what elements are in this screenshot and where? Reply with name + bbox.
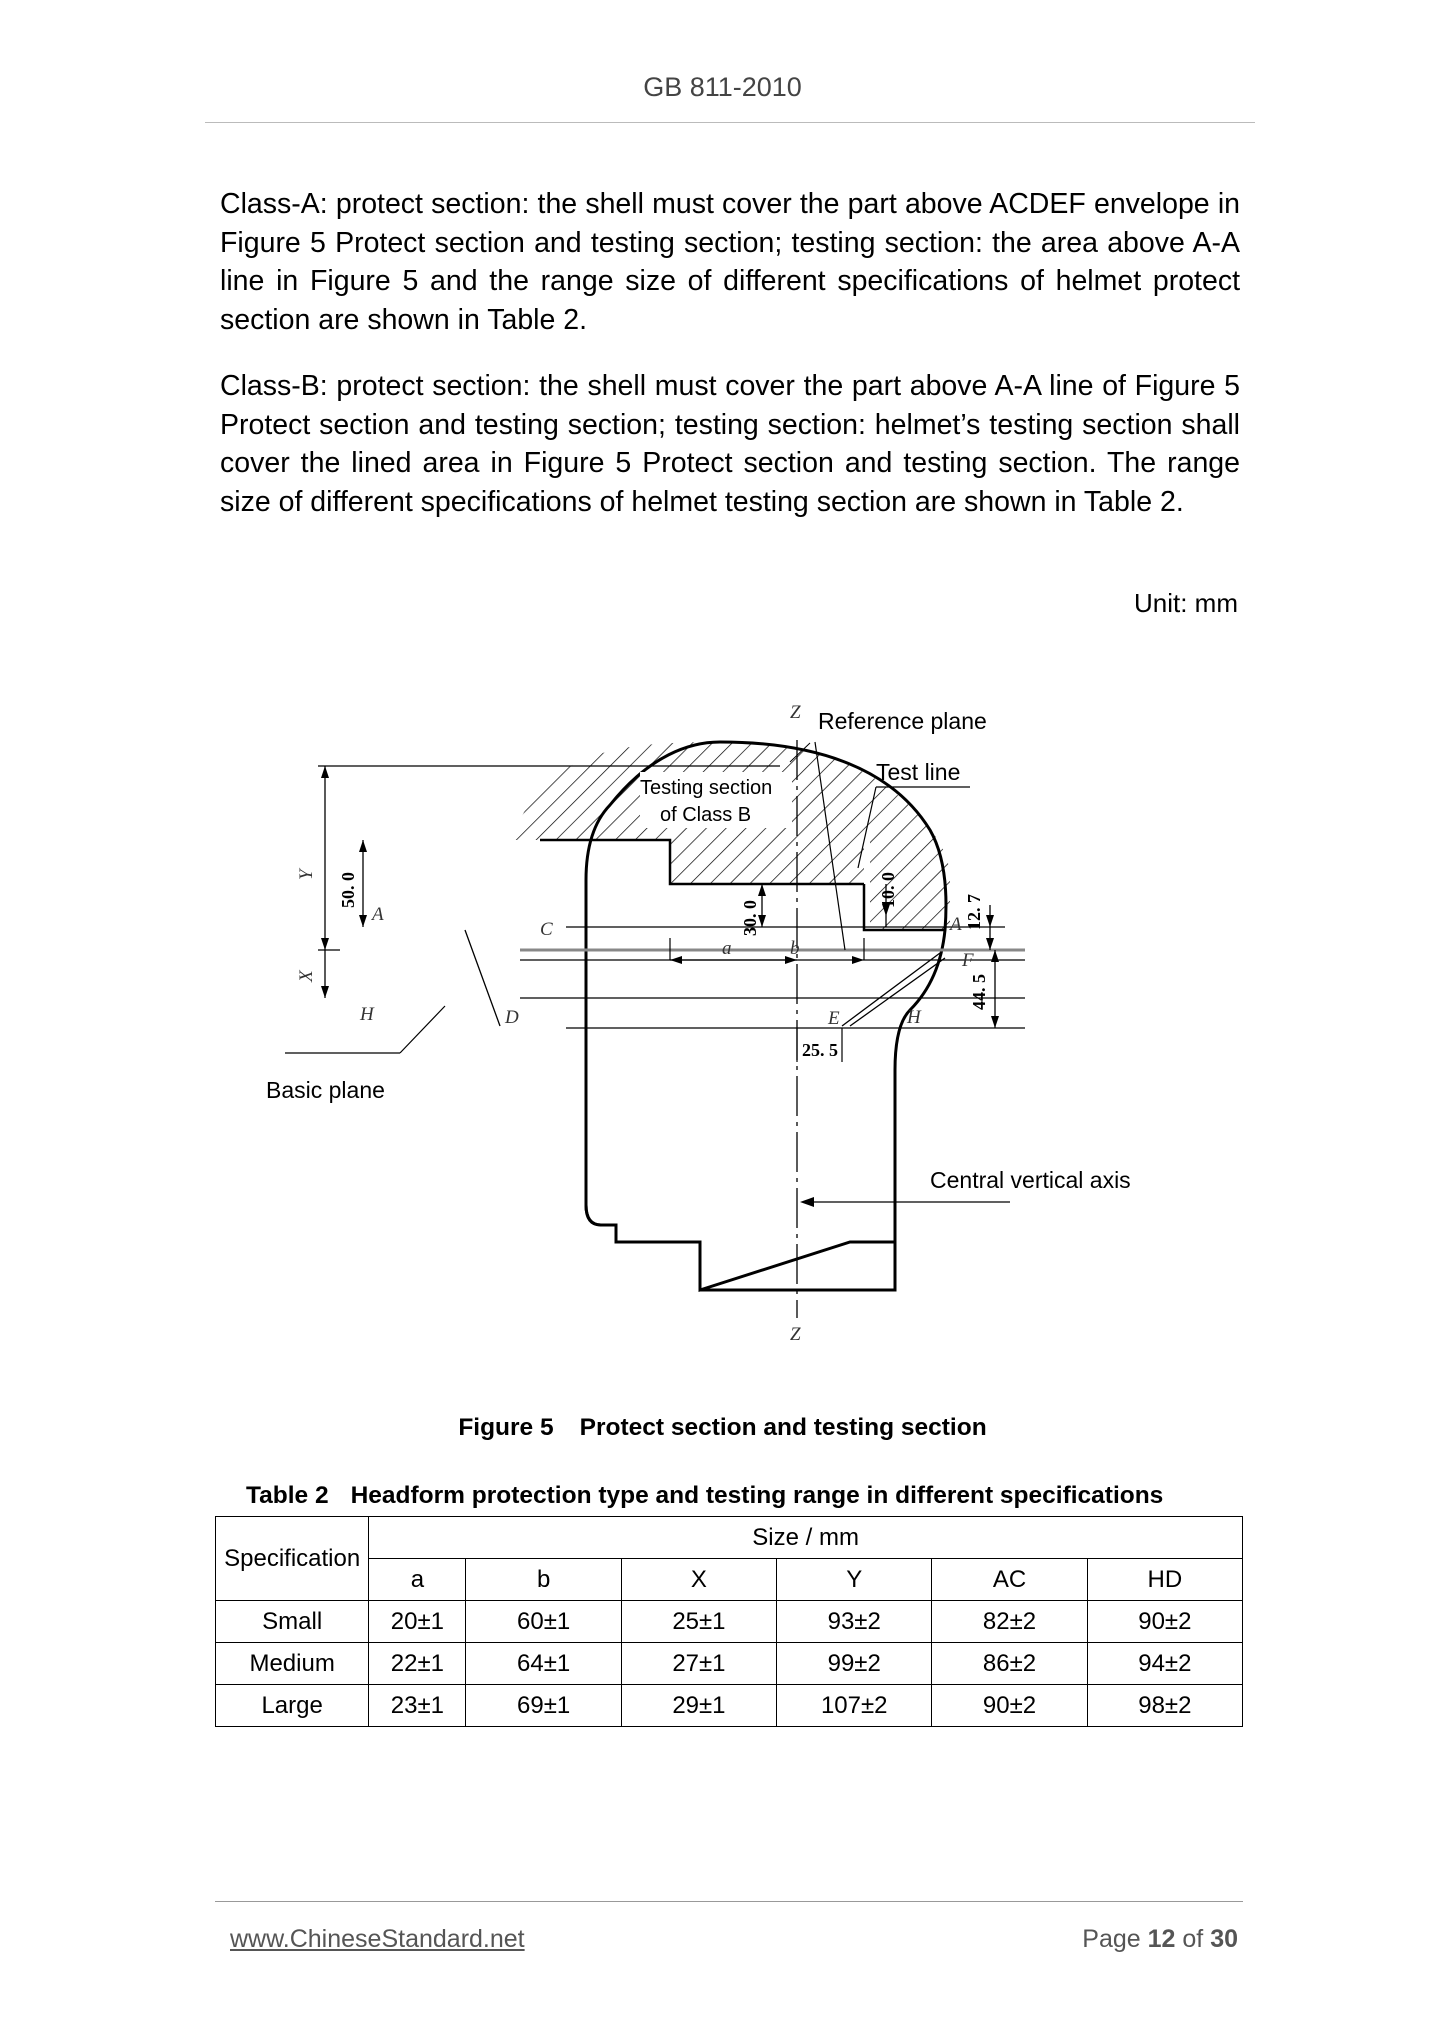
- page-current: 12: [1147, 1925, 1176, 1953]
- table-cell: 107±2: [776, 1684, 933, 1727]
- table-cell: 60±1: [465, 1600, 622, 1643]
- callout-testing-section-1: Testing section: [640, 777, 772, 799]
- footer-website-link[interactable]: www.ChineseStandard.net: [230, 1925, 525, 1953]
- table-row: Small 20±1 60±1 25±1 93±2 82±2 90±2: [214, 1600, 1244, 1643]
- figure-caption-number: Figure 5: [458, 1414, 554, 1441]
- table-cell: 90±2: [1086, 1600, 1244, 1643]
- table-cell: 64±1: [465, 1642, 622, 1685]
- paragraph-class-a: Class-A: protect section: the shell must…: [220, 188, 1240, 336]
- size-header-cell: Size / mm: [368, 1516, 1243, 1559]
- figure-caption: Figure 5 Protect section and testing sect…: [0, 1414, 1445, 1442]
- label-a-right: A: [948, 914, 962, 935]
- y-dim-label: Y: [296, 867, 317, 880]
- x-dim-label: X: [296, 969, 317, 983]
- label-c: C: [540, 919, 553, 940]
- figure-caption-title: Protect section and testing section: [579, 1414, 987, 1441]
- callout-testing-section-2: of Class B: [660, 804, 751, 826]
- table-cell: 27±1: [620, 1642, 778, 1685]
- dim-10: 10. 0: [878, 872, 898, 908]
- spec-cell: Small: [214, 1600, 370, 1643]
- column-header: b: [465, 1558, 622, 1601]
- table-cell: 25±1: [620, 1600, 778, 1643]
- column-header: X: [620, 1558, 778, 1601]
- label-a-small: a: [722, 938, 732, 959]
- column-header: HD: [1086, 1558, 1244, 1601]
- table-cell: 20±1: [368, 1600, 467, 1643]
- page-number: Page 12 of 30: [1082, 1925, 1238, 1954]
- table-cell: 93±2: [776, 1600, 933, 1643]
- table-cell: 99±2: [776, 1642, 933, 1685]
- table-cell: 86±2: [931, 1642, 1088, 1685]
- callout-reference-plane: Reference plane: [818, 708, 987, 734]
- label-a-left: A: [370, 904, 384, 925]
- table-cell: 22±1: [368, 1642, 467, 1685]
- label-f: F: [961, 950, 974, 971]
- table-header-row: Specification Size / mm: [214, 1516, 1243, 1601]
- spec-table: Specification Size / mm a b X Y AC HD Sm…: [214, 1516, 1244, 1727]
- table-caption-title: Headform protection type and testing ran…: [350, 1482, 1164, 1509]
- headform-drawing: Y X 50. 0 A 30. 0 10. 0 12. 7 A 44. 5 F: [266, 702, 1131, 1345]
- page-total: 30: [1210, 1925, 1238, 1953]
- label-z-top: Z: [790, 702, 801, 723]
- label-z-bottom: Z: [790, 1324, 801, 1345]
- column-header: AC: [931, 1558, 1088, 1601]
- document-header: GB 811-2010: [643, 72, 802, 102]
- dim-50: 50. 0: [338, 872, 358, 908]
- figure-5-diagram: Y X 50. 0 A 30. 0 10. 0 12. 7 A 44. 5 F: [250, 690, 1200, 1350]
- table-caption-number: Table 2: [246, 1482, 329, 1509]
- spec-header-cell: Specification: [214, 1516, 370, 1601]
- label-h-left: H: [359, 1004, 375, 1025]
- table-caption: Table 2 Headform protection type and test…: [246, 1482, 1163, 1510]
- label-d: D: [504, 1007, 519, 1028]
- table-cell: 90±2: [931, 1684, 1088, 1727]
- unit-note: Unit: mm: [1134, 588, 1238, 618]
- label-h-right: H: [906, 1007, 922, 1028]
- table-cell: 23±1: [368, 1684, 467, 1727]
- table-row: Large 23±1 69±1 29±1 107±2 90±2 98±2: [214, 1684, 1244, 1727]
- column-header: Y: [776, 1558, 933, 1601]
- spec-cell: Medium: [214, 1642, 370, 1685]
- dim-25-5: 25. 5: [802, 1040, 838, 1060]
- dim-44-5: 44. 5: [969, 974, 989, 1010]
- dim-30: 30. 0: [740, 900, 760, 936]
- paragraph-class-b: Class-B: protect section: the shell must…: [220, 370, 1240, 518]
- table-cell: 94±2: [1086, 1642, 1244, 1685]
- callout-basic-plane: Basic plane: [266, 1077, 385, 1103]
- header-divider: [205, 122, 1255, 123]
- table-column-row: a b X Y AC HD: [216, 1558, 1244, 1601]
- headform-outline: [584, 740, 948, 1293]
- label-b-small: b: [790, 938, 800, 959]
- footer-divider: [215, 1901, 1243, 1902]
- callout-test-line: Test line: [876, 759, 960, 785]
- callout-central-axis: Central vertical axis: [930, 1167, 1131, 1193]
- table-cell: 82±2: [931, 1600, 1088, 1643]
- column-header: a: [368, 1558, 467, 1601]
- table-row: Medium 22±1 64±1 27±1 99±2 86±2 94±2: [214, 1642, 1244, 1685]
- table-cell: 69±1: [465, 1684, 622, 1727]
- table-cell: 29±1: [620, 1684, 778, 1727]
- page-of: of: [1182, 1925, 1204, 1953]
- spec-cell: Large: [214, 1684, 370, 1727]
- table-cell: 98±2: [1086, 1684, 1244, 1727]
- dim-12-7: 12. 7: [964, 894, 984, 930]
- page-prefix: Page: [1082, 1925, 1141, 1953]
- label-e: E: [827, 1008, 840, 1029]
